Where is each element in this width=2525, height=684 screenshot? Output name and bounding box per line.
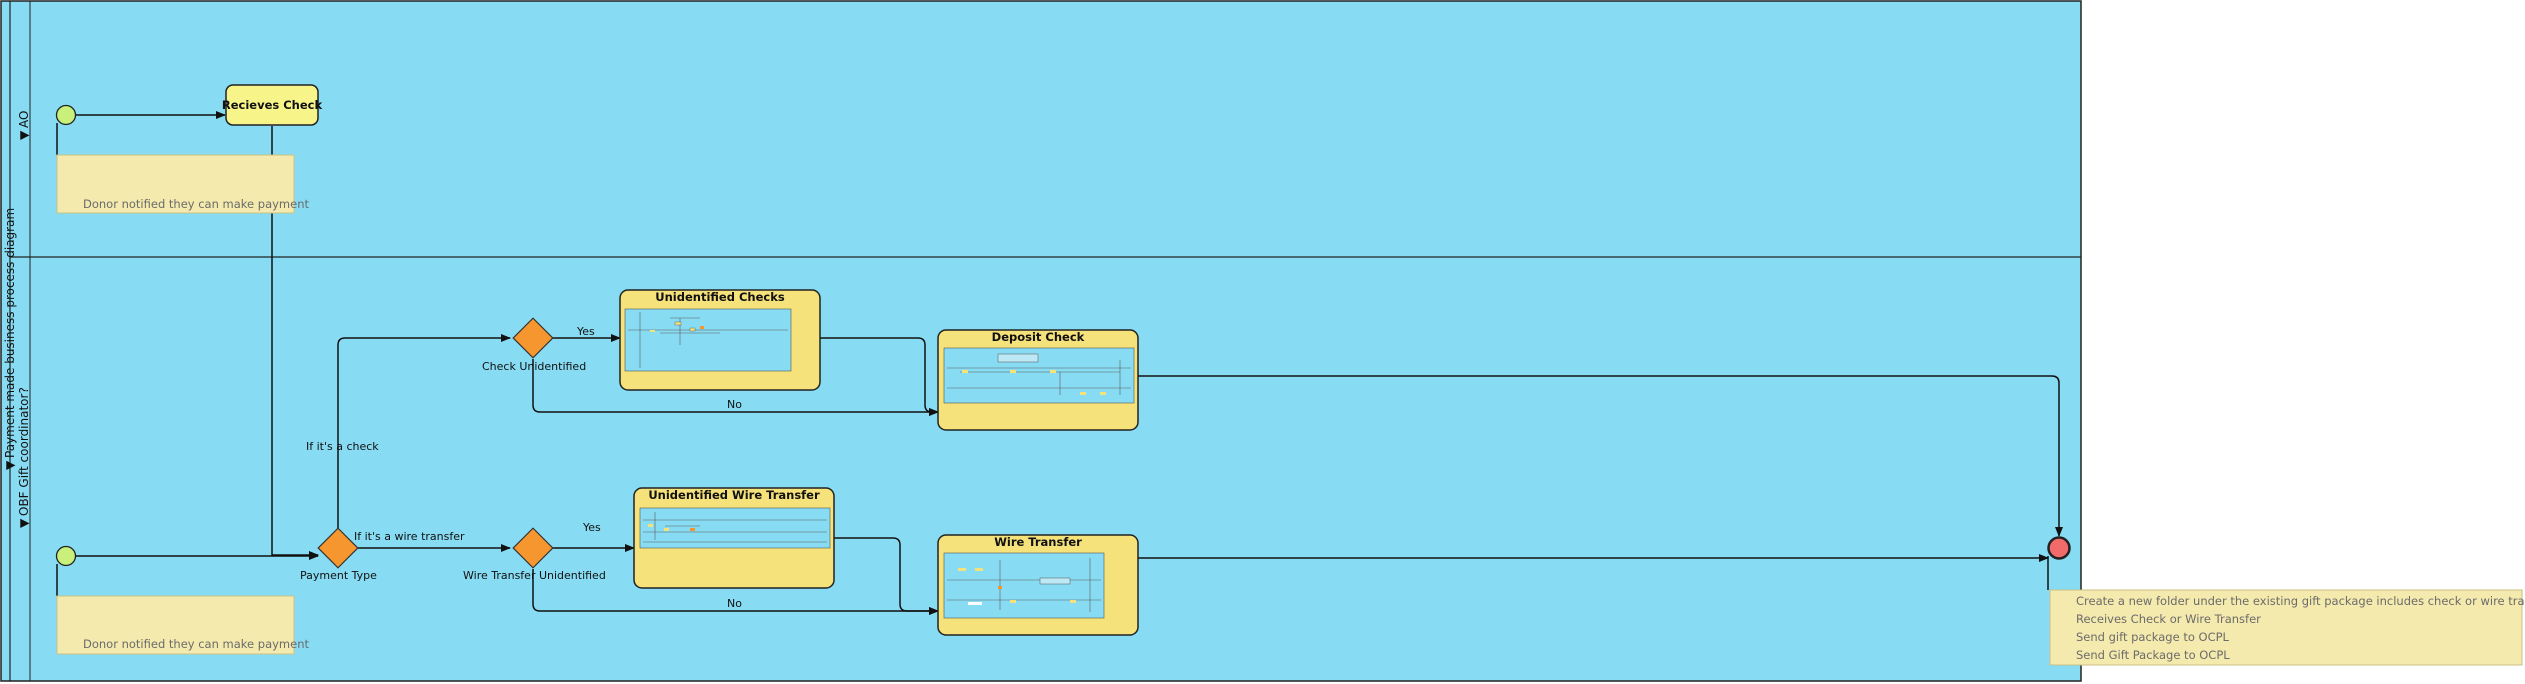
task-unidentified-wire-transfer-label: Unidentified Wire Transfer bbox=[648, 488, 820, 502]
annotation-obf-text: Donor notified they can make payment bbox=[83, 637, 309, 651]
lane-obf-collapse-icon[interactable]: ▼ bbox=[17, 518, 31, 528]
flow-check-no[interactable] bbox=[532, 359, 939, 416]
annotation-ao-text: Donor notified they can make payment bbox=[83, 197, 309, 211]
pool-label-group: ▼ Payment made business process diagram bbox=[3, 208, 17, 470]
task-unidentified-wire-transfer[interactable]: Unidentified Wire Transfer bbox=[633, 487, 835, 589]
flow-label-if-wire: If it's a wire transfer bbox=[354, 530, 465, 543]
task-deposit-check-label: Deposit Check bbox=[992, 330, 1085, 344]
subprocess-thumbnail bbox=[943, 347, 1135, 404]
annotation-end-line-1: Create a new folder under the existing g… bbox=[2076, 594, 2525, 608]
start-event-obf[interactable] bbox=[55, 545, 77, 567]
pool-collapse-icon[interactable]: ▼ bbox=[3, 460, 17, 470]
annotation-end[interactable]: Create a new folder under the existing g… bbox=[2049, 589, 2525, 666]
flow-label-if-check: If it's a check bbox=[306, 440, 379, 453]
annotation-end-line-3: Send gift package to OCPL bbox=[2076, 630, 2230, 644]
gateway-check-unidentified-label: Check Unidentified bbox=[482, 360, 586, 373]
subprocess-thumbnail bbox=[943, 552, 1105, 619]
gateway-wire-unidentified[interactable] bbox=[512, 527, 554, 569]
flow-receives-to-payment-type[interactable] bbox=[271, 126, 319, 559]
lane-ao-collapse-icon[interactable]: ▼ bbox=[17, 130, 31, 140]
flow-label-check-yes: Yes bbox=[576, 325, 595, 338]
flow-if-check[interactable] bbox=[337, 334, 511, 536]
lane-ao-label-group: ▼ AO bbox=[17, 111, 31, 140]
task-wire-transfer[interactable]: Wire Transfer bbox=[937, 534, 1139, 636]
lane-obf-label-group: ▼ OBF Gift coordinator? bbox=[17, 387, 31, 528]
flow-deposit-to-end[interactable] bbox=[1138, 375, 2063, 537]
annotation-end-line-4: Send Gift Package to OCPL bbox=[2076, 648, 2230, 662]
lane-obf-label: OBF Gift coordinator? bbox=[17, 387, 31, 516]
flow-label-wire-yes: Yes bbox=[582, 521, 601, 534]
task-unidentified-checks[interactable]: Unidentified Checks bbox=[619, 289, 821, 391]
subprocess-thumbnail bbox=[639, 507, 831, 549]
task-receives-check[interactable]: Recieves Check bbox=[222, 84, 323, 126]
annotation-end-line-2: Receives Check or Wire Transfer bbox=[2076, 612, 2261, 626]
gateway-check-unidentified[interactable] bbox=[512, 317, 554, 359]
annotation-obf[interactable]: Donor notified they can make payment bbox=[56, 595, 309, 655]
flow-wire-no[interactable] bbox=[532, 569, 939, 615]
task-wire-transfer-label: Wire Transfer bbox=[994, 535, 1082, 549]
task-unidentified-checks-label: Unidentified Checks bbox=[655, 290, 785, 304]
pool-label: Payment made business process diagram bbox=[3, 208, 17, 458]
flow-unid-checks-to-deposit[interactable] bbox=[820, 337, 939, 416]
task-receives-check-label: Recieves Check bbox=[222, 98, 323, 112]
end-event[interactable] bbox=[2047, 536, 2071, 560]
subprocess-thumbnail bbox=[624, 308, 792, 372]
gateway-payment-type-label: Payment Type bbox=[300, 569, 377, 582]
annotation-ao[interactable]: Donor notified they can make payment bbox=[56, 154, 309, 214]
flow-unid-wire-to-wire[interactable] bbox=[834, 537, 939, 615]
lane-ao-label: AO bbox=[17, 111, 31, 128]
gateway-payment-type[interactable] bbox=[317, 527, 359, 569]
gateway-wire-unidentified-label: Wire Transfer Unidentified bbox=[463, 569, 606, 582]
start-event-ao[interactable] bbox=[55, 104, 77, 126]
flow-label-wire-no: No bbox=[727, 597, 742, 610]
task-deposit-check[interactable]: Deposit Check bbox=[937, 329, 1139, 431]
flow-label-check-no: No bbox=[727, 398, 742, 411]
